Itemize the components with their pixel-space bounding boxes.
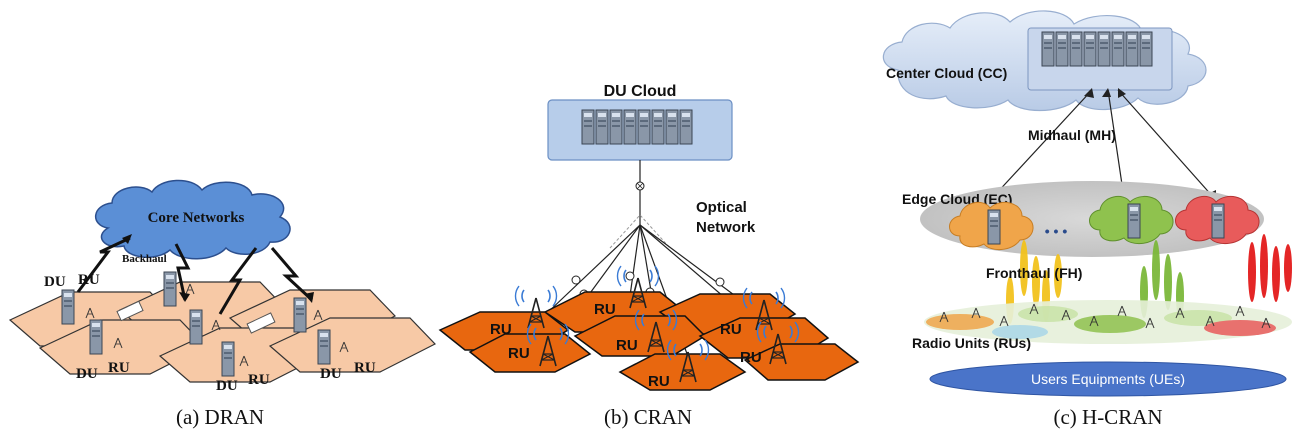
device-icon bbox=[116, 300, 144, 322]
midhaul-links bbox=[993, 89, 1215, 199]
core-networks-cloud: Core Networks bbox=[95, 179, 291, 260]
edge-server-icon bbox=[987, 209, 1001, 245]
ru-label: RU bbox=[720, 321, 742, 338]
edge-cloud-label: Edge Cloud (EC) bbox=[902, 191, 1012, 207]
backhaul-links bbox=[76, 236, 314, 315]
ru-label: RU bbox=[354, 360, 376, 376]
ru-label: RU bbox=[490, 321, 512, 338]
optical-label-line1: Optical bbox=[696, 199, 747, 216]
edge-ellipsis: • • • bbox=[1045, 223, 1068, 239]
du-label: DU bbox=[76, 366, 98, 382]
ru-label: RU bbox=[740, 349, 762, 366]
du-server-icon bbox=[189, 309, 203, 345]
dran-panel: Core Networks Backhaul bbox=[8, 179, 436, 429]
ru-label: RU bbox=[108, 360, 130, 376]
du-label: DU bbox=[216, 378, 238, 394]
core-networks-label: Core Networks bbox=[148, 210, 245, 226]
edge-server-icon bbox=[1211, 203, 1225, 239]
caption-cran: (b) CRAN bbox=[604, 405, 692, 429]
cran-hex-grid bbox=[438, 291, 860, 391]
optical-label-line2: Network bbox=[696, 219, 756, 236]
ues-ellipse bbox=[929, 361, 1287, 397]
edge-server-icon bbox=[1127, 203, 1141, 239]
ru-label: RU bbox=[248, 372, 270, 388]
center-cloud-label: Center Cloud (CC) bbox=[886, 65, 1007, 81]
du-server-icon bbox=[317, 329, 331, 365]
device-icon bbox=[246, 312, 276, 334]
cran-panel: DU Cloud bbox=[438, 83, 860, 429]
radio-units-label: Radio Units (RUs) bbox=[912, 335, 1031, 351]
du-server-icon bbox=[163, 271, 177, 307]
du-server-icon bbox=[293, 297, 307, 333]
du-server-icon bbox=[89, 319, 103, 355]
hcran-panel: Center Cloud (CC) Midhaul (MH) Edge Clou… bbox=[882, 10, 1292, 429]
backhaul-arrowheads bbox=[122, 234, 314, 303]
ru-label: RU bbox=[78, 272, 100, 288]
backhaul-label: Backhaul bbox=[122, 253, 167, 265]
ru-label: RU bbox=[616, 337, 638, 354]
fronthaul-label: Fronthaul (FH) bbox=[986, 265, 1082, 281]
caption-hcran: (c) H-CRAN bbox=[1053, 405, 1162, 429]
du-cloud-label: DU Cloud bbox=[604, 83, 677, 100]
ues-label: Users Equipments (UEs) bbox=[1031, 371, 1185, 387]
caption-dran: (a) DRAN bbox=[176, 405, 264, 429]
du-server-icon bbox=[221, 341, 235, 377]
ru-label: RU bbox=[508, 345, 530, 362]
midhaul-label: Midhaul (MH) bbox=[1028, 127, 1116, 143]
du-label: DU bbox=[320, 366, 342, 382]
du-label: DU bbox=[44, 274, 66, 290]
du-server-icon bbox=[61, 289, 75, 325]
optical-network-label: Optical Network bbox=[696, 199, 756, 236]
fronthaul-beams-red bbox=[1248, 234, 1292, 302]
ru-label: RU bbox=[648, 373, 670, 390]
ru-label: RU bbox=[594, 301, 616, 318]
